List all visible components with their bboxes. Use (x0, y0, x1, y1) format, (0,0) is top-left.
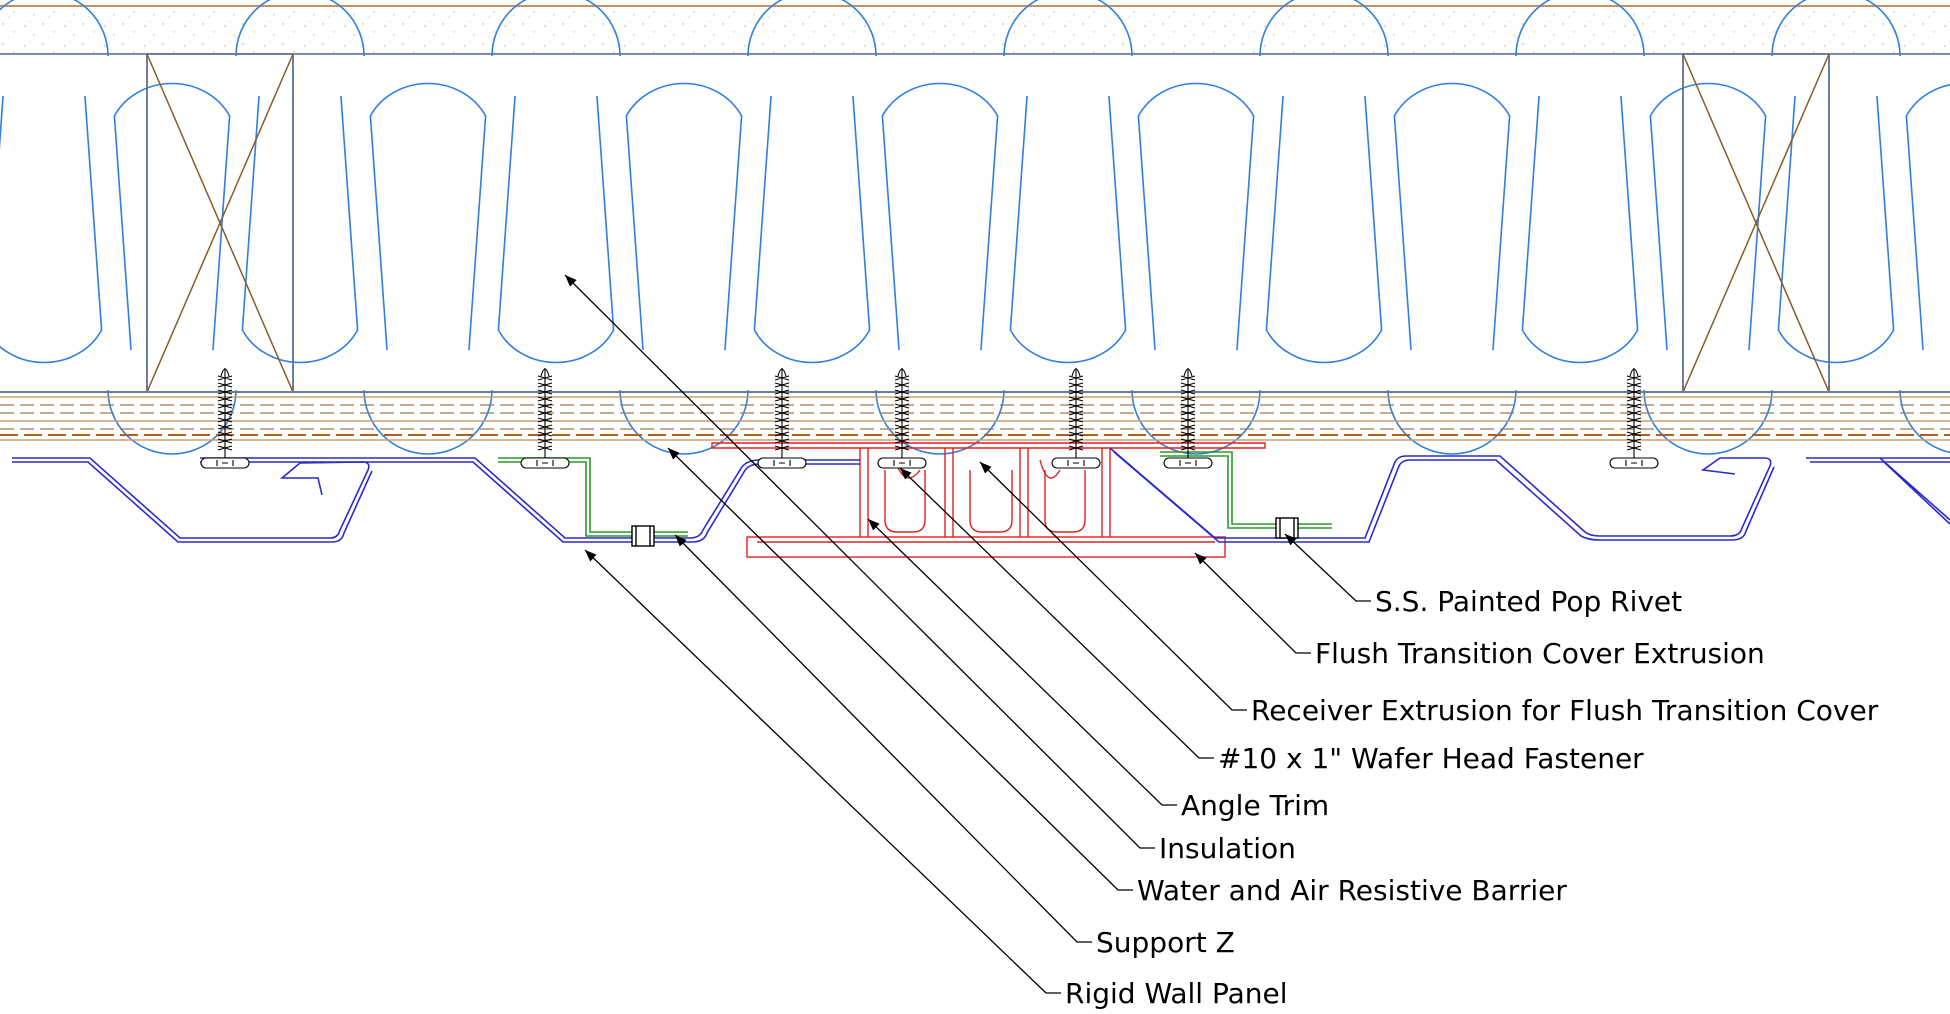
label-barrier: Water and Air Resistive Barrier (1137, 874, 1567, 907)
label-fastener: #10 x 1" Wafer Head Fastener (1218, 742, 1644, 775)
wafer-head-fastener (757, 368, 807, 469)
receiver-extrusion (859, 448, 1111, 537)
callout-leaders (564, 274, 1371, 994)
label-flush-cover: Flush Transition Cover Extrusion (1315, 637, 1765, 670)
insulation-loop (0, 0, 109, 364)
leader-line (584, 549, 1061, 994)
insulation-loop (619, 82, 749, 455)
insulation-loop (363, 82, 493, 455)
interior-board (0, 5, 1950, 55)
insulation-loop (107, 82, 237, 455)
wafer-head-fastener (520, 368, 570, 469)
insulation-loop (1899, 84, 1950, 454)
receiver-flange (711, 442, 1266, 449)
leader-line (674, 534, 1092, 943)
label-angle-trim: Angle Trim (1181, 789, 1329, 822)
leader-line (979, 461, 1247, 711)
stud-left (146, 53, 294, 393)
pop-rivet-left (631, 525, 655, 547)
callout-labels: S.S. Painted Pop Rivet Flush Transition … (1065, 585, 1879, 1010)
panel-mid (200, 457, 860, 539)
insulation-loop (1259, 0, 1389, 364)
label-panel: Rigid Wall Panel (1065, 977, 1288, 1010)
leader-line (564, 274, 1155, 849)
label-receiver: Receiver Extrusion for Flush Transition … (1251, 694, 1879, 727)
pop-rivets (631, 517, 1299, 547)
flush-cover-extrusion (746, 536, 1226, 558)
wafer-head-fastener (200, 368, 250, 469)
label-support-z: Support Z (1096, 926, 1235, 959)
wafer-head-fastener (1163, 368, 1213, 469)
flush-transition-assembly (711, 442, 1266, 558)
sheathing-layers (0, 391, 1950, 441)
leader-line (867, 518, 1177, 806)
wafer-head-fastener (1051, 368, 1101, 469)
insulation-loop (1387, 82, 1517, 455)
stud-right (1682, 53, 1830, 393)
leader-line (1194, 552, 1311, 654)
studs (146, 53, 1830, 393)
insulation-loop (875, 82, 1005, 455)
insulation-loop (1515, 0, 1645, 364)
leader-line (1284, 533, 1371, 602)
insulation-loop (1771, 0, 1901, 364)
leader-line (899, 467, 1214, 759)
insulation-loop (747, 0, 877, 364)
insulation-loop (1643, 82, 1773, 455)
wafer-head-fastener (1609, 368, 1659, 469)
wafer-head-fasteners (200, 368, 1659, 469)
wafer-head-fastener (877, 368, 927, 469)
label-insulation: Insulation (1159, 832, 1296, 865)
panel-left (12, 457, 370, 539)
insulation-loop (491, 0, 621, 364)
label-pop-rivet: S.S. Painted Pop Rivet (1375, 585, 1682, 618)
rigid-wall-panels (12, 447, 1950, 543)
insulation-loop (235, 0, 365, 364)
panel-right (1109, 447, 1772, 539)
leader-line (667, 447, 1133, 891)
insulation-loop (1003, 0, 1133, 364)
insulation-loop (1131, 82, 1261, 455)
insulation-batts (0, 0, 1950, 455)
